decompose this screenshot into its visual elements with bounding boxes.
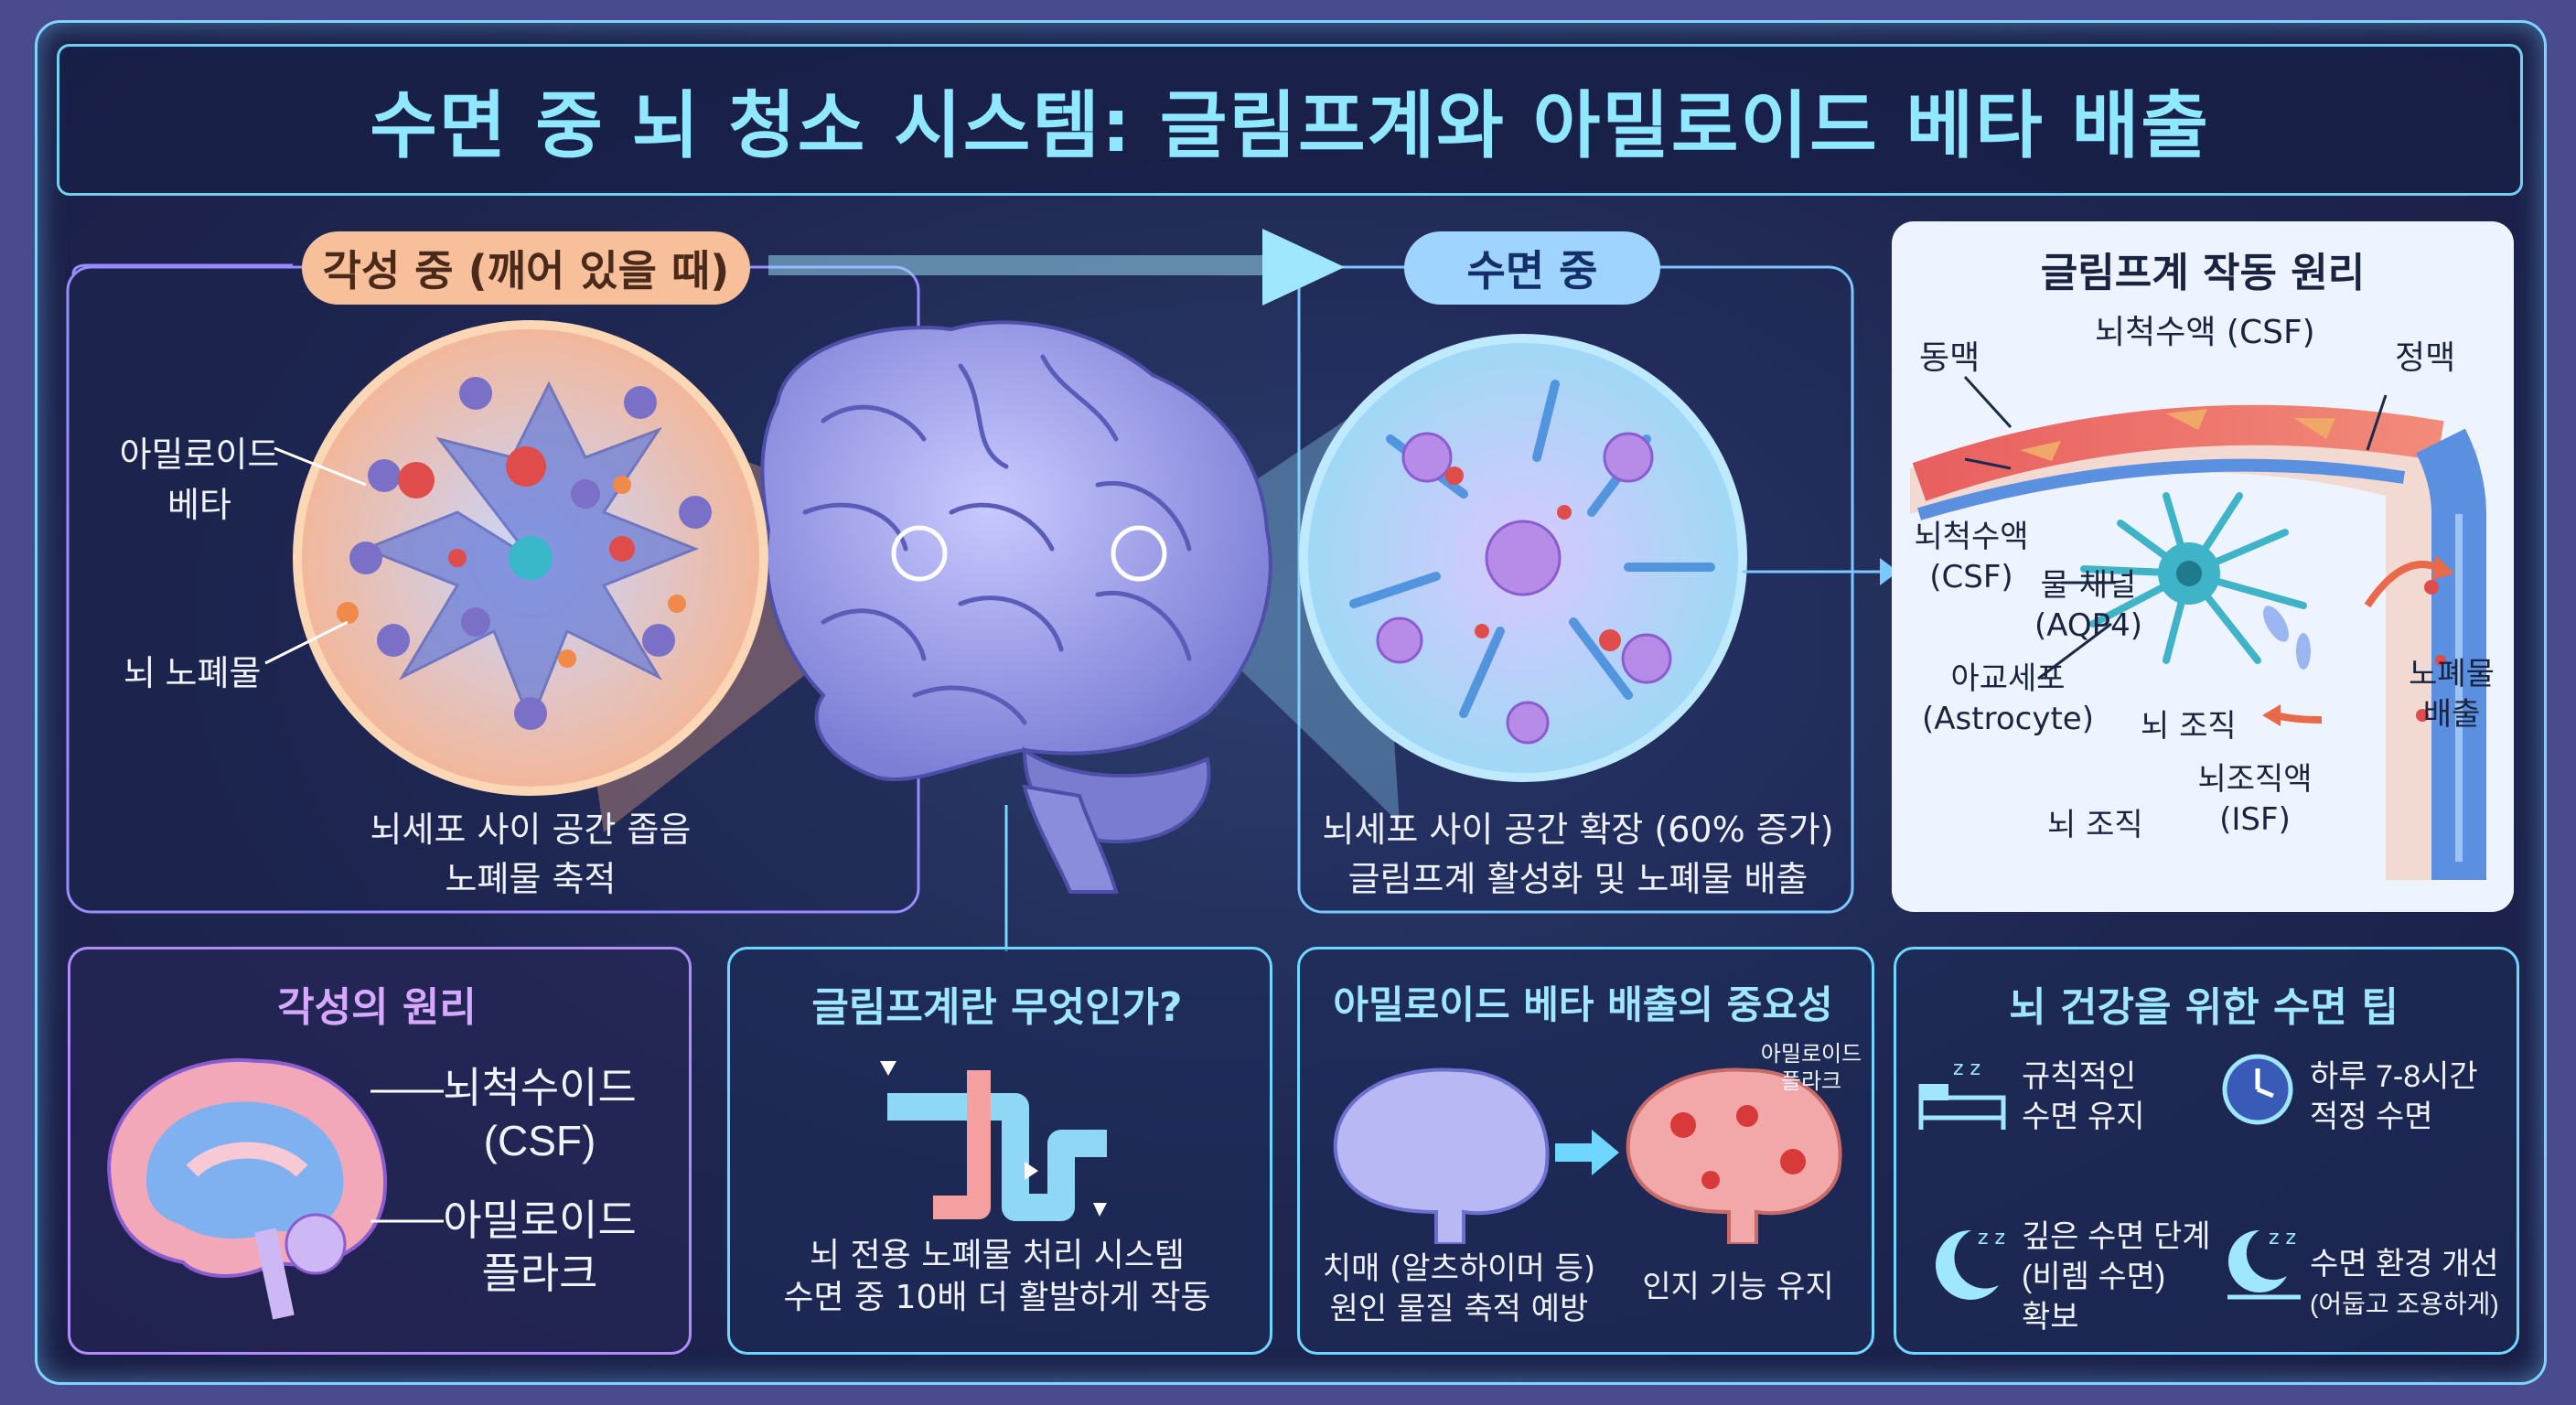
- clock-icon: [2222, 1054, 2293, 1125]
- tip-deep-sleep: 깊은 수면 단계(비렘 수면)확보: [2022, 1219, 2211, 1335]
- brain-section-icon: [107, 1057, 388, 1320]
- pipe-icon: [880, 1061, 1107, 1221]
- page-title: 수면 중 뇌 청소 시스템: 글림프계와 아밀로이드 베타 배출: [370, 83, 2210, 168]
- sleep-zoom-circle: [1299, 334, 1747, 782]
- label-brain-tissue-1: 뇌 조직: [2141, 708, 2237, 745]
- svg-text:z z: z z: [2269, 1227, 2296, 1249]
- brain-illustration: [760, 320, 1272, 894]
- tip-environment: 수면 환경 개선(어둡고 조용하게): [2310, 1247, 2499, 1318]
- box-glymph: [727, 947, 1272, 1355]
- box-awake-principle-title: 각성의 원리: [277, 984, 477, 1031]
- amyloid-brains-icon: [1333, 1067, 1842, 1244]
- moon-environment-icon: z z: [2227, 1227, 2301, 1300]
- box-tips: [1894, 947, 2519, 1355]
- moon-icon: z z: [1936, 1227, 2005, 1300]
- label-csf-left: 뇌척수액(CSF): [1914, 519, 2029, 595]
- bed-icon: z z: [1918, 1057, 2006, 1130]
- box-amyloid-right-caption: 인지 기능 유지: [1642, 1269, 1834, 1305]
- vein-vessel: [2415, 428, 2486, 880]
- label-artery: 동맥: [1919, 339, 1980, 377]
- label-vein: 정맥: [2395, 339, 2456, 377]
- artery-vessel: [1912, 404, 2444, 501]
- label-csf-box1: 뇌척수이드(CSF): [443, 1064, 637, 1164]
- label-csf-top: 뇌척수액 (CSF): [2095, 314, 2315, 351]
- svg-text:z z: z z: [1953, 1057, 1980, 1080]
- label-brain-tissue-2: 뇌 조직: [2047, 807, 2143, 843]
- sleep-pill: 수면 중: [1404, 231, 1660, 305]
- box-amyloid-title: 아밀로이드 베타 배출의 중요성: [1333, 982, 1833, 1027]
- awake-panel-line: [71, 263, 293, 275]
- box-amyloid-left-caption: 치매 (알츠하이머 등)원인 물질 축적 예방: [1322, 1250, 1596, 1327]
- awake-label-waste: 뇌 노폐물: [123, 655, 262, 693]
- label-isf: 뇌조직액(ISF): [2197, 761, 2313, 838]
- glymph-panel-title: 글림프계 작동 원리: [2040, 250, 2366, 296]
- label-astrocyte: 아교세포(Astrocyte): [1922, 660, 2094, 737]
- box-tips-title: 뇌 건강을 위한 수면 팁: [2009, 984, 2399, 1031]
- transition-arrow-head: [1262, 229, 1345, 306]
- box1-pointer-lines: [370, 1089, 444, 1223]
- svg-text:z z: z z: [1978, 1227, 2005, 1249]
- box-glymph-title: 글림프계란 무엇인가?: [811, 984, 1183, 1031]
- awake-pill: 각성 중 (깨어 있을 때): [302, 231, 750, 305]
- glymph-diagram: [1910, 375, 2486, 880]
- title-box: 수면 중 뇌 청소 시스템: 글림프계와 아밀로이드 베타 배출: [57, 44, 2523, 196]
- label-aqp4: 물 채널(AQP4): [2034, 567, 2143, 644]
- sleep-caption: 뇌세포 사이 공간 확장 (60% 증가)글림프계 활성화 및 노폐물 배출: [1322, 810, 1834, 899]
- awake-zoom-circle: [293, 320, 768, 796]
